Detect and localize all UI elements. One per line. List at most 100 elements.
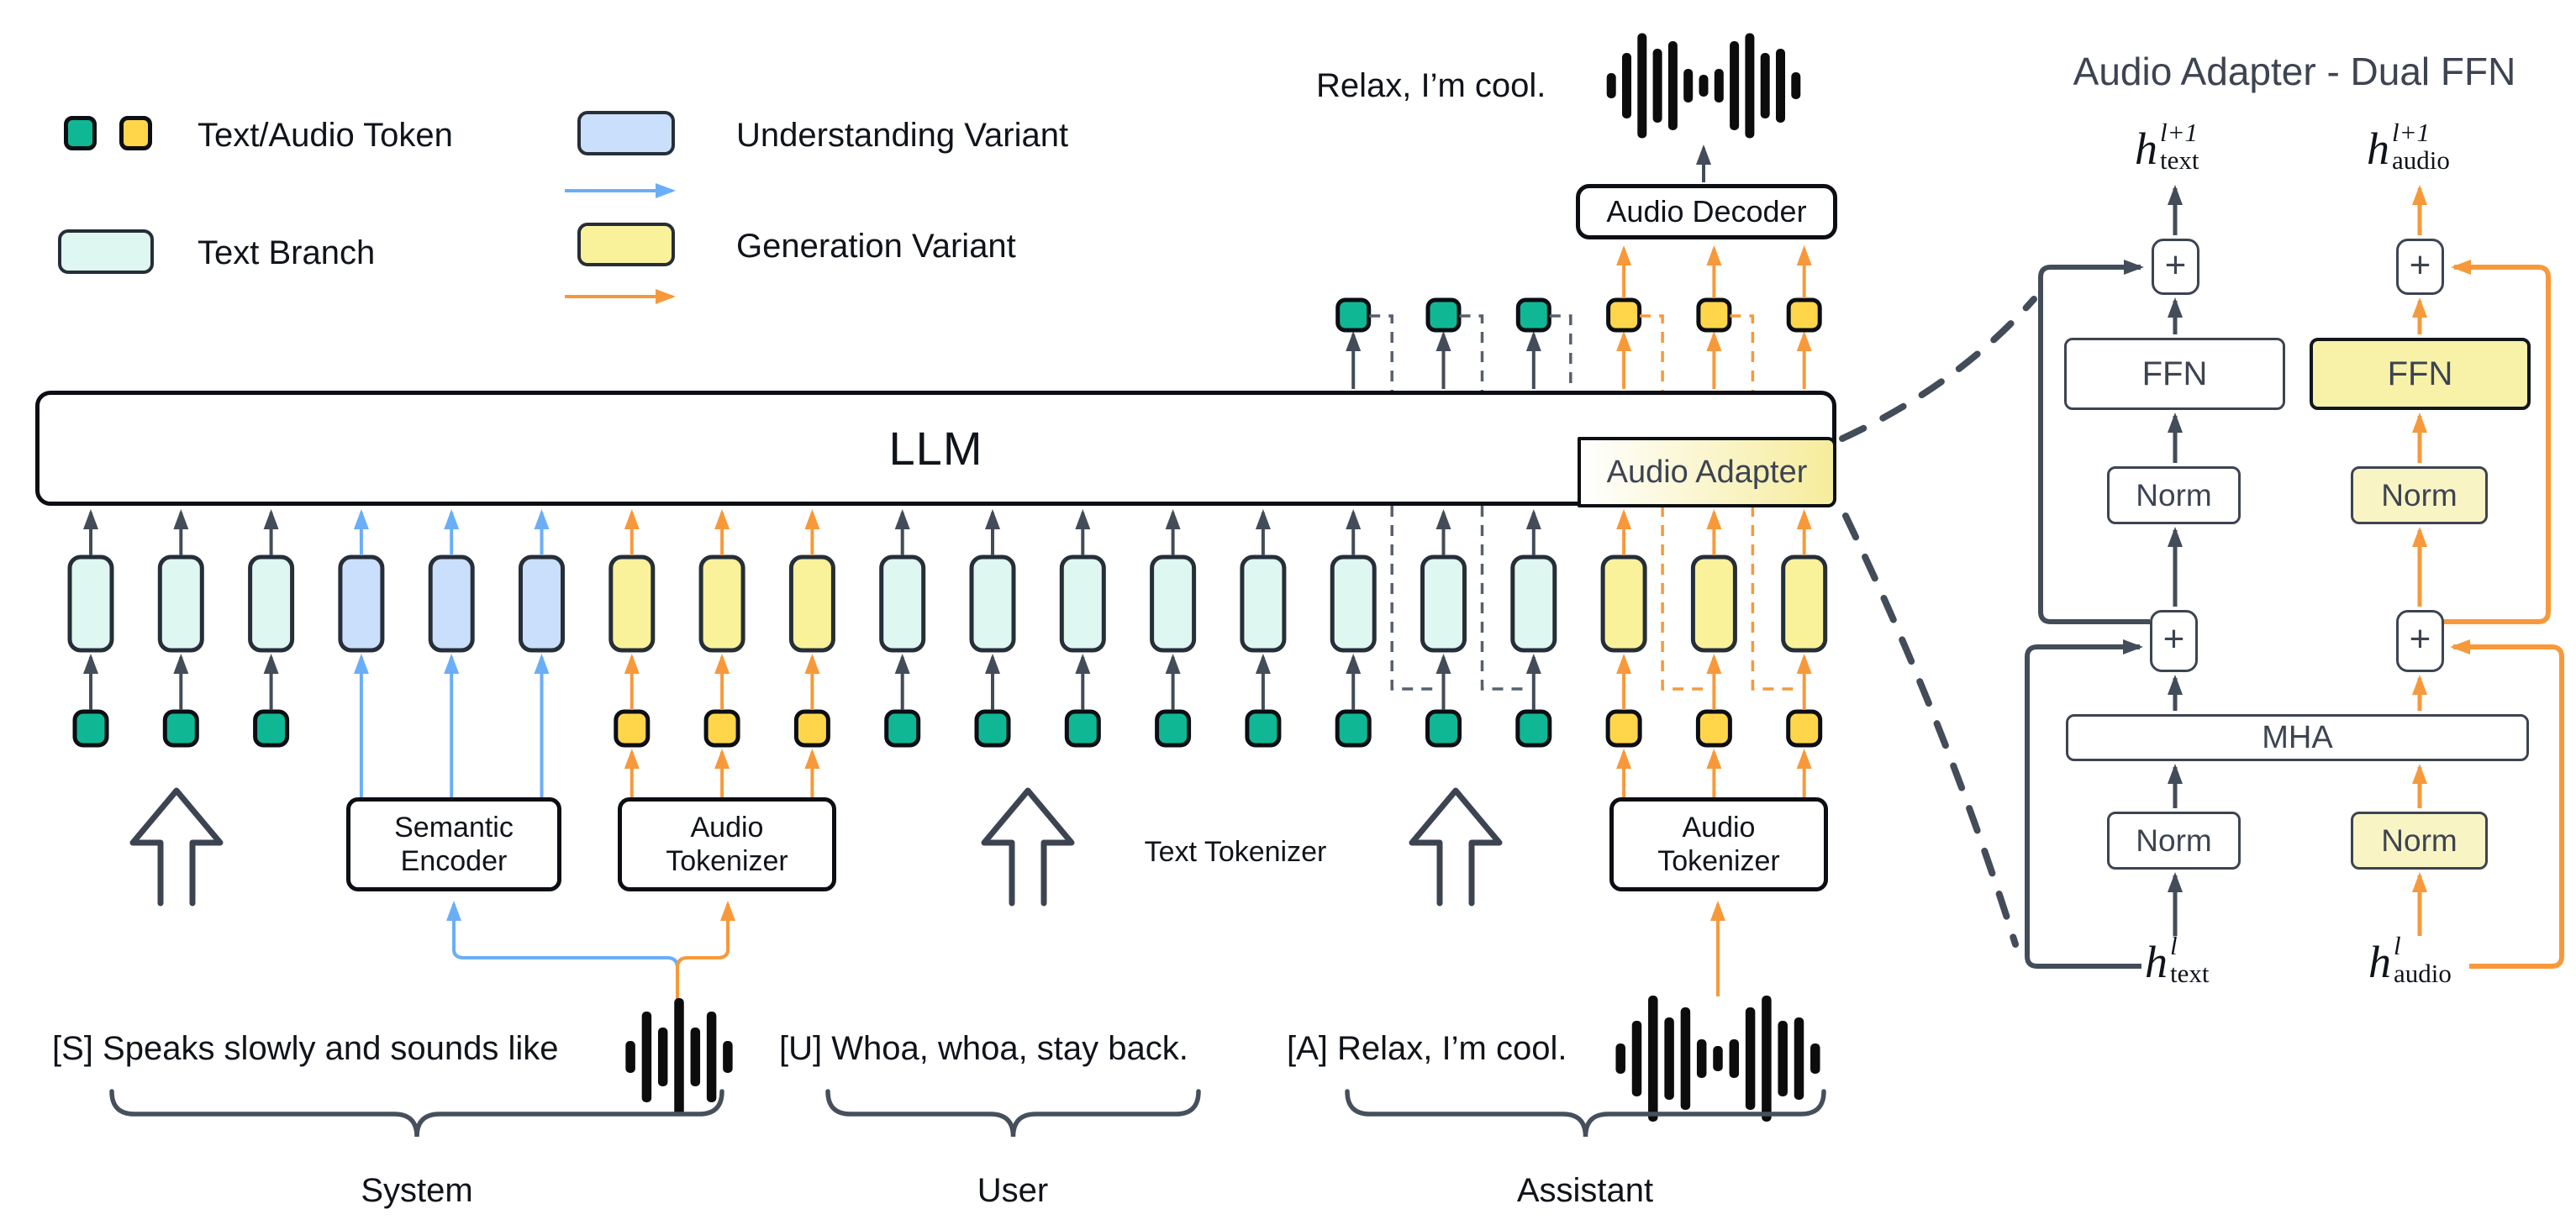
branch-rect-text bbox=[1059, 555, 1106, 653]
user-utterance-text: [U] Whoa, whoa, stay back. bbox=[779, 1030, 1188, 1067]
system-group-label: System bbox=[361, 1172, 473, 1209]
generated-diagram-elements bbox=[67, 33, 2427, 1138]
audio-tokenizer-assistant-label: Audio Tokenizer bbox=[1657, 811, 1780, 877]
assistant-waveform-icon bbox=[1729, 1039, 1740, 1078]
adapter-zoom-connector-bottom bbox=[1842, 512, 2019, 948]
output-token-text bbox=[1425, 297, 1462, 333]
system-waveform-icon bbox=[657, 1028, 668, 1086]
branch-rect-text bbox=[969, 555, 1016, 653]
input-token bbox=[1695, 709, 1732, 748]
input-token bbox=[72, 709, 109, 748]
norm-audio-lower-box: Norm bbox=[2351, 812, 2488, 870]
user-group-label: User bbox=[977, 1172, 1049, 1209]
assistant-waveform-icon bbox=[1615, 1043, 1625, 1074]
system-waveform-icon bbox=[674, 998, 684, 1116]
input-token bbox=[1064, 709, 1101, 748]
assistant-waveform-icon bbox=[1680, 1007, 1691, 1110]
branch-rect-text bbox=[1510, 555, 1557, 653]
input-token bbox=[1605, 709, 1642, 748]
legend-generation-swatch bbox=[577, 223, 675, 266]
skip-haudio-to-plus2 bbox=[2450, 639, 2564, 969]
text-tokenizer-label: Text Tokenizer bbox=[1144, 836, 1327, 868]
semantic-encoder-box: Semantic Encoder bbox=[346, 797, 561, 891]
output-waveform-icon bbox=[1745, 33, 1755, 139]
system-prompt-text: [S] Speaks slowly and sounds like bbox=[52, 1030, 559, 1067]
output-waveform-icon bbox=[1791, 72, 1801, 99]
branch-rect-generation bbox=[698, 555, 745, 653]
branch-rect-understanding bbox=[519, 555, 565, 653]
norm-audio-upper-box: Norm bbox=[2351, 466, 2488, 524]
branch-rect-text bbox=[67, 555, 114, 653]
legend-text-branch-swatch bbox=[58, 229, 154, 274]
norm-text-upper-box: Norm bbox=[2107, 466, 2241, 524]
input-token bbox=[1155, 709, 1192, 748]
output-token-audio bbox=[1786, 297, 1822, 333]
legend-understanding-label: Understanding Variant bbox=[736, 117, 1069, 154]
input-token bbox=[703, 709, 740, 748]
assistant-waveform-icon bbox=[1664, 1017, 1674, 1100]
skip-plus2-to-plus1-audio bbox=[2443, 260, 2551, 624]
assistant-group-label: Assistant bbox=[1516, 1172, 1654, 1209]
assistant-waveform-icon bbox=[1713, 1046, 1723, 1071]
input-token bbox=[793, 709, 830, 748]
branch-rect-generation bbox=[1600, 555, 1647, 653]
audio-decoder-box: Audio Decoder bbox=[1576, 184, 1837, 239]
output-waveform-icon bbox=[1622, 53, 1631, 118]
input-token bbox=[1515, 709, 1552, 748]
user-brace bbox=[825, 1089, 1201, 1138]
output-waveform-icon bbox=[1652, 49, 1662, 123]
system-waveform-icon bbox=[706, 1012, 717, 1102]
system-waveform-icon bbox=[690, 1028, 701, 1086]
assistant-waveform-icon bbox=[1810, 1043, 1820, 1074]
system-waveform-icon bbox=[641, 1012, 652, 1102]
branch-rect-generation bbox=[1690, 555, 1737, 653]
assistant-waveform-icon bbox=[1648, 996, 1658, 1122]
branch-rect-generation bbox=[1781, 555, 1828, 653]
input-token bbox=[1786, 709, 1823, 748]
branch-rect-text bbox=[1150, 555, 1197, 653]
assistant-brace bbox=[1345, 1089, 1826, 1138]
user-text-block-arrow bbox=[981, 787, 1075, 907]
audio-adapter-box: Audio Adapter bbox=[1578, 437, 1836, 507]
legend-audio-token-swatch bbox=[119, 116, 152, 150]
assistant-utterance-text: [A] Relax, I’m cool. bbox=[1287, 1030, 1567, 1067]
system-text-block-arrow bbox=[129, 787, 224, 907]
input-token bbox=[1425, 709, 1462, 748]
adapter-panel-title: Audio Adapter - Dual FFN bbox=[2073, 50, 2516, 93]
input-token bbox=[974, 709, 1011, 748]
branch-rect-text bbox=[1330, 555, 1377, 653]
audio-tokenizer-assistant-box: Audio Tokenizer bbox=[1609, 797, 1828, 891]
system-audio-to-audio-tokenizer-line bbox=[676, 901, 735, 1003]
branch-rect-generation bbox=[788, 555, 835, 653]
plus2-audio-box: + bbox=[2396, 610, 2444, 672]
adapter-zoom-connector-top bbox=[1839, 296, 2037, 442]
output-waveform-icon bbox=[1606, 73, 1616, 98]
branch-rect-generation bbox=[608, 555, 656, 653]
input-token bbox=[253, 709, 290, 748]
legend-generation-label: Generation Variant bbox=[736, 228, 1016, 265]
assistant-waveform-icon bbox=[1696, 1039, 1707, 1078]
output-token-audio bbox=[1696, 297, 1732, 333]
input-token bbox=[1245, 709, 1282, 748]
norm-text-lower-box: Norm bbox=[2107, 812, 2241, 870]
llm-box: LLM bbox=[35, 391, 1836, 506]
assistant-waveform-icon bbox=[1794, 1017, 1804, 1100]
system-waveform-icon bbox=[625, 1041, 635, 1073]
output-waveform-icon bbox=[1683, 69, 1694, 102]
output-token-text bbox=[1335, 297, 1372, 333]
assistant-text-block-arrow bbox=[1409, 787, 1503, 907]
assistant-waveform-icon bbox=[1745, 1007, 1756, 1110]
audio-tokenizer-system-box: Audio Tokenizer bbox=[618, 797, 836, 891]
system-waveform-icon bbox=[723, 1041, 733, 1073]
branch-rect-text bbox=[879, 555, 926, 653]
skip-htext-to-plus2 bbox=[2025, 639, 2143, 969]
output-waveform-icon bbox=[1776, 49, 1785, 123]
input-token bbox=[162, 709, 199, 748]
output-waveform-icon bbox=[1637, 33, 1647, 139]
llm-label: LLM bbox=[888, 422, 983, 475]
output-waveform-icon bbox=[1760, 53, 1770, 118]
output-speech-text: Relax, I’m cool. bbox=[1316, 67, 1546, 104]
